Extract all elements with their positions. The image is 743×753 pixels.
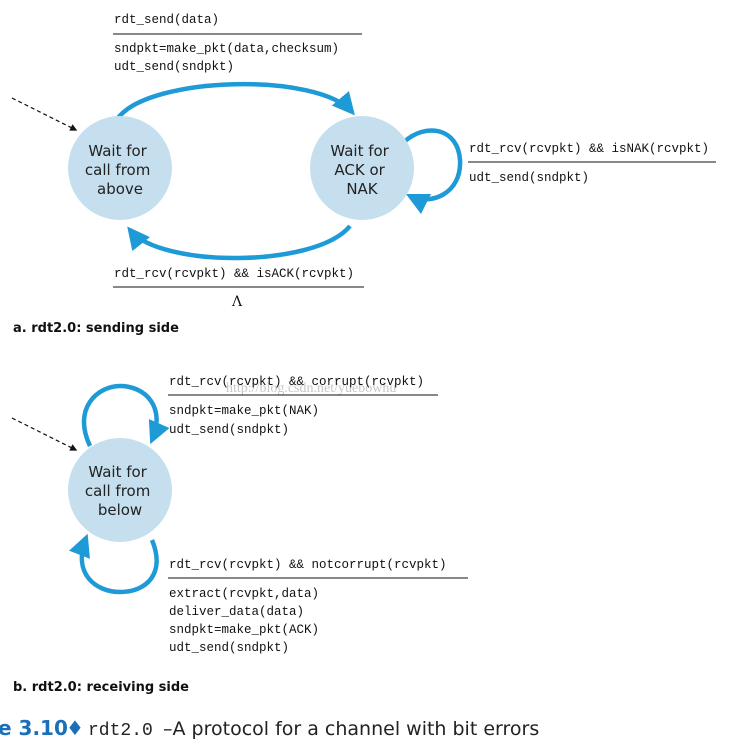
state-wait-ack-nak-label: Wait for ACK or NAK [330, 142, 393, 198]
sender-nak-event: rdt_rcv(rcvpkt) && isNAK(rcvpkt) [469, 142, 709, 156]
receiver-initial-arrow [11, 417, 78, 451]
receiver-caption: b. rdt2.0: receiving side [13, 680, 189, 695]
sender-nak-loop-arrow [402, 128, 463, 215]
state-wait-call-below [68, 438, 172, 542]
receiver-notcorrupt-action-4: udt_send(sndpkt) [169, 641, 289, 655]
sender-send-event: rdt_send(data) [114, 13, 219, 27]
receiver-notcorrupt-action-2: deliver_data(data) [169, 605, 304, 619]
sender-caption: a. rdt2.0: sending side [13, 321, 179, 336]
sender-send-action-1: sndpkt=make_pkt(data,checksum) [114, 42, 339, 56]
receiver-corrupt-action-1: sndpkt=make_pkt(NAK) [169, 404, 319, 418]
watermark: http://blog.csdn.net/yuebowhu [226, 381, 396, 396]
state-wait-ack-nak [310, 116, 414, 220]
receiver-notcorrupt-loop-arrow [69, 533, 159, 595]
sender-ack-lambda: Λ [231, 294, 243, 310]
sender-ack-arrow [127, 224, 352, 261]
receiver-corrupt-event: rdt_rcv(rcvpkt) && corrupt(rcvpkt) [169, 375, 424, 389]
figure-separator: ♦ [66, 716, 84, 740]
state-wait-call-above [68, 116, 172, 220]
figure-title: –A protocol for a channel with bit error… [163, 718, 539, 740]
sender-initial-arrow [11, 97, 78, 131]
receiver-notcorrupt-event: rdt_rcv(rcvpkt) && notcorrupt(rcvpkt) [169, 558, 447, 572]
receiver-notcorrupt-action-1: extract(rcvpkt,data) [169, 587, 319, 601]
sender-send-action-2: udt_send(sndpkt) [114, 60, 234, 74]
sender-nak-action-1: udt_send(sndpkt) [469, 171, 589, 185]
receiver-corrupt-action-2: udt_send(sndpkt) [169, 423, 289, 437]
receiver-corrupt-loop-arrow [81, 383, 170, 447]
figure-number: e 3.10 [0, 716, 68, 740]
sender-ack-event: rdt_rcv(rcvpkt) && isACK(rcvpkt) [114, 267, 354, 281]
sender-send-arrow [116, 81, 355, 120]
state-wait-call-above-label: Wait for call from above [85, 142, 155, 198]
state-wait-call-below-label: Wait for call from below [85, 463, 155, 519]
figure-code: rdt2.0 [88, 721, 153, 741]
receiver-notcorrupt-action-3: sndpkt=make_pkt(ACK) [169, 623, 319, 637]
